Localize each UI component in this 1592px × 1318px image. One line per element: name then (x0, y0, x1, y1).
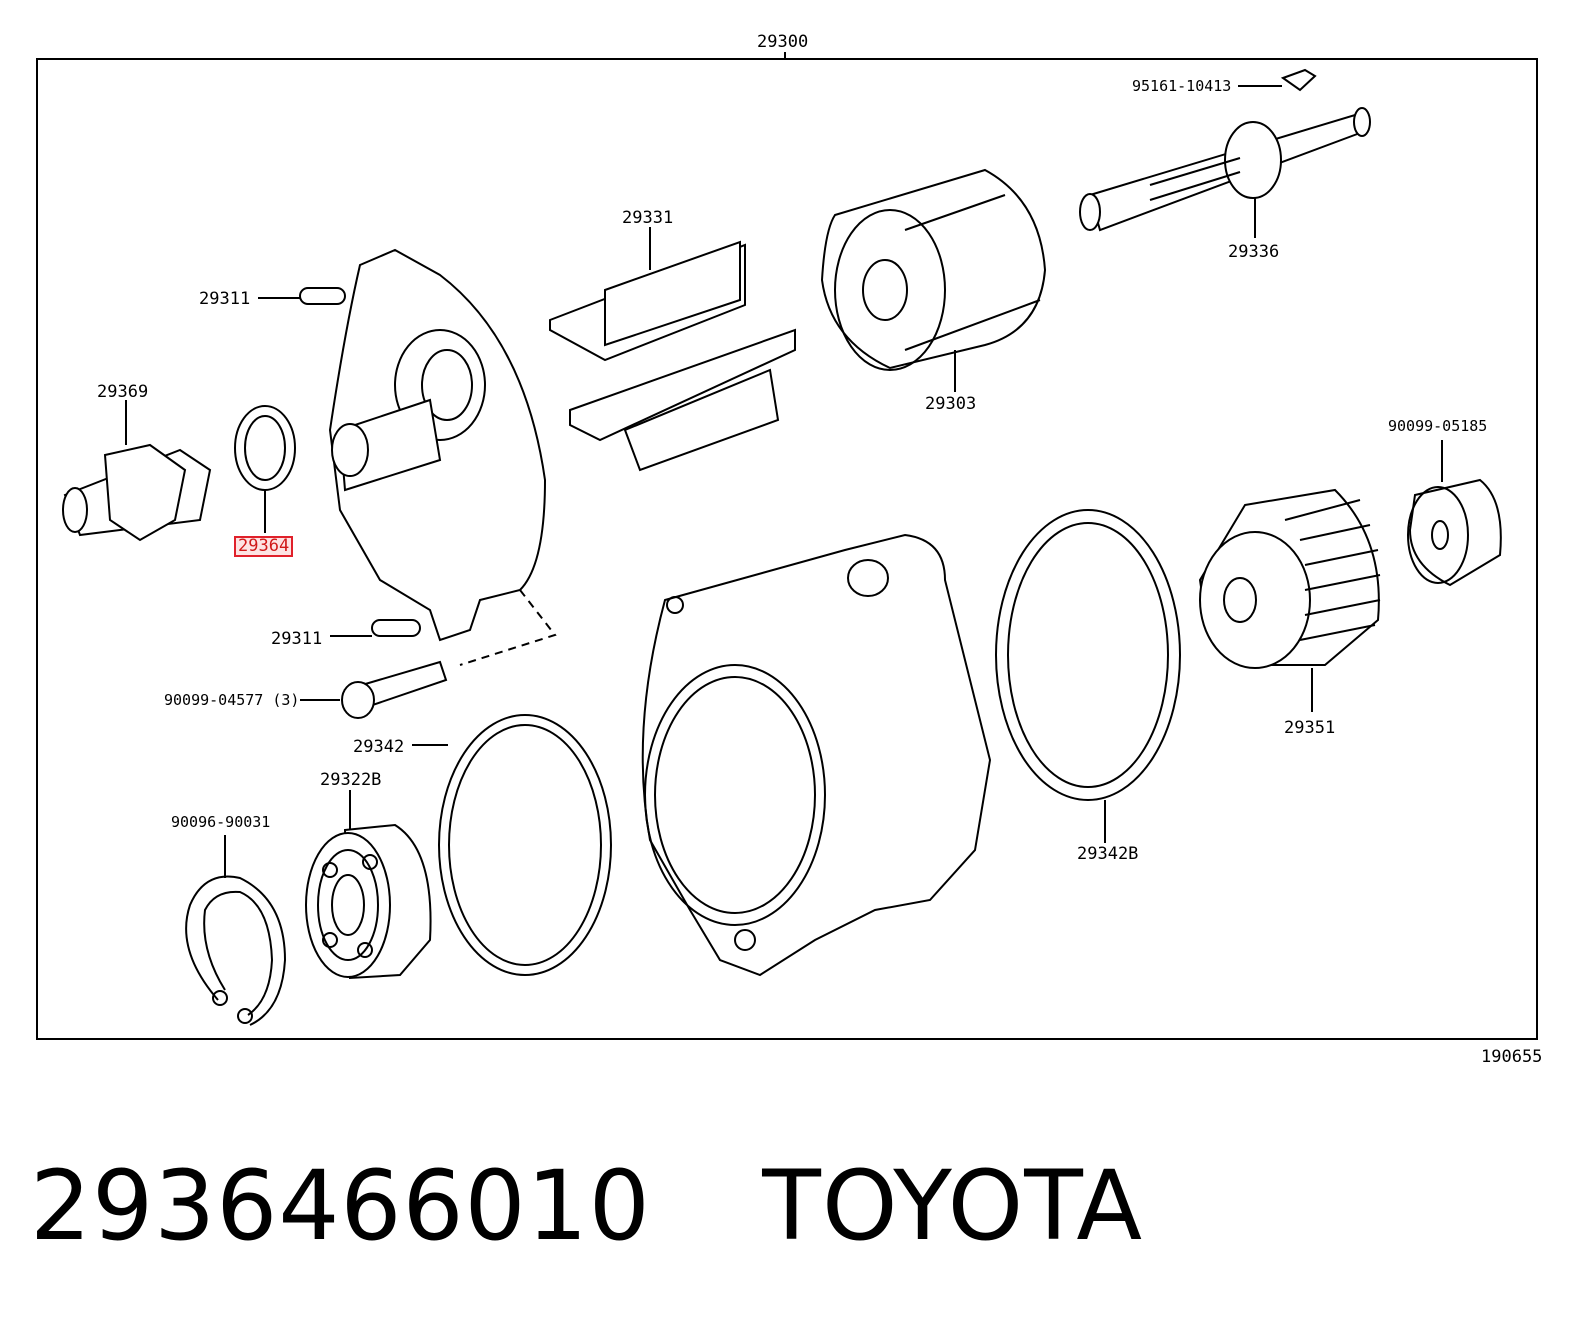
gear-part (1198, 488, 1381, 712)
yoke-part (820, 168, 1047, 392)
part-label-90099-04577[interactable]: 90099-04577 (3) (164, 691, 300, 709)
part-label-29369[interactable]: 29369 (97, 382, 149, 402)
main-housing-part (641, 533, 992, 977)
parts-diagram: 29300 95161-10413 29336 29331 29311 2930… (36, 32, 1543, 1067)
part-label-95161-10413[interactable]: 95161-10413 (1132, 77, 1232, 95)
part-label-29311-top[interactable]: 29311 (199, 289, 251, 309)
pole-pieces-part (549, 227, 796, 472)
footer-title: 2936466010 TOYOTA (30, 1150, 1143, 1262)
part-label-90096-90031[interactable]: 90096-90031 (171, 813, 271, 831)
snap-ring-part (185, 835, 287, 1026)
washer-part (234, 405, 296, 533)
part-label-29322b[interactable]: 29322B (320, 770, 382, 790)
assembly-code-label: 29300 (757, 32, 809, 52)
part-label-29311-bottom[interactable]: 29311 (271, 629, 323, 649)
front-housing-part (258, 248, 557, 666)
part-label-29331[interactable]: 29331 (622, 208, 674, 228)
part-label-90099-05185[interactable]: 90099-05185 (1388, 417, 1488, 435)
part-number: 2936466010 (30, 1150, 651, 1262)
bolt-part (300, 660, 448, 719)
part-label-29351[interactable]: 29351 (1284, 718, 1336, 738)
plug-part (62, 400, 212, 542)
part-label-29342b[interactable]: 29342B (1077, 844, 1139, 864)
part-label-29364-highlighted[interactable]: 29364 (234, 536, 294, 557)
part-label-29336[interactable]: 29336 (1228, 242, 1280, 262)
part-label-29342[interactable]: 29342 (353, 737, 405, 757)
shaft-part (1079, 107, 1371, 238)
brand-name: TOYOTA (762, 1150, 1144, 1262)
diagram-drawing (36, 52, 1538, 1040)
part-label-29303[interactable]: 29303 (925, 394, 977, 414)
bearing-part (305, 790, 432, 980)
diagram-frame (36, 58, 1538, 1040)
oring-large-part (995, 509, 1181, 843)
oring-small-part (412, 714, 612, 976)
figure-code-label: 190655 (1481, 1047, 1543, 1067)
key-part (1238, 68, 1317, 92)
bushing-part (1407, 440, 1502, 587)
